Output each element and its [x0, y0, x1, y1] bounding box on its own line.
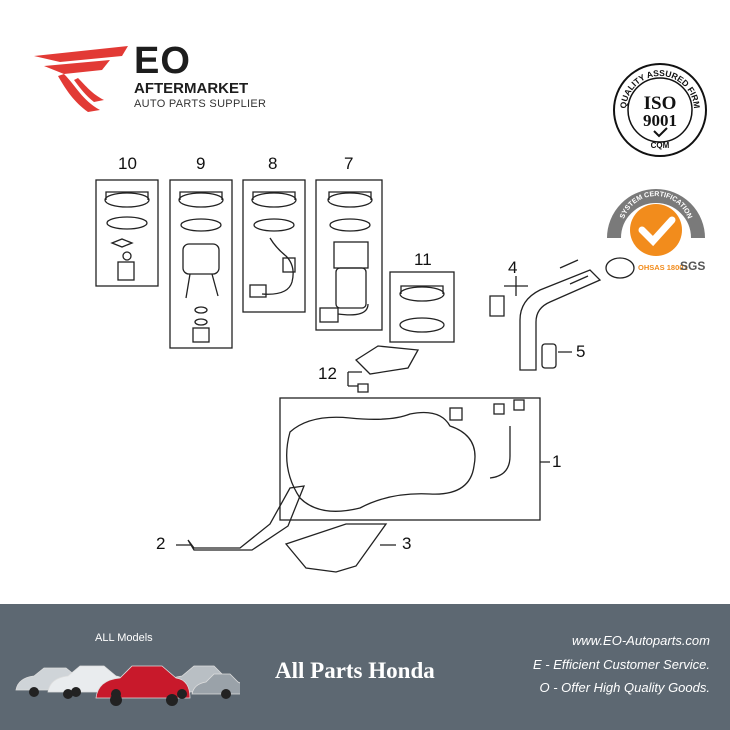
part-4-filler-neck	[519, 269, 602, 371]
part-box-10	[95, 179, 159, 287]
footer-title: All Parts Honda	[275, 658, 435, 683]
all-models-label[interactable]: ALL Models	[95, 632, 153, 644]
brand-line2: AUTO PARTS SUPPLIER	[134, 98, 267, 110]
iso-main: ISO	[644, 93, 677, 114]
callout-11: 11	[414, 250, 432, 269]
callout-2: 2	[156, 534, 166, 553]
tagline-e: E - Efficient Customer Service.	[533, 657, 710, 672]
fuel-system-parts-diagram	[95, 179, 635, 573]
callout-7: 7	[344, 154, 354, 173]
part-2-strap	[187, 485, 306, 551]
check-icon	[653, 127, 668, 138]
iso-number: 9001	[643, 111, 677, 130]
part-fuel-cap	[605, 257, 635, 279]
eo-wing-icon	[34, 46, 128, 112]
callout-1: 1	[552, 452, 562, 471]
part-box-7	[315, 179, 383, 331]
sgs-badge: SYSTEM CERTIFICATION OHSAS 18001 SGS	[607, 189, 705, 273]
brand-name: EO	[134, 40, 191, 82]
part-12-plate	[354, 345, 420, 375]
callout-8: 8	[268, 154, 278, 173]
website-link[interactable]: www.EO-Autoparts.com	[572, 633, 710, 648]
sgs-sub: OHSAS 18001	[638, 263, 688, 272]
callout-4: 4	[508, 258, 518, 277]
callout-10: 10	[118, 154, 137, 173]
part-box-1-fuel-tank	[279, 397, 541, 521]
callout-3: 3	[402, 534, 412, 553]
callout-5: 5	[576, 342, 586, 361]
iso-9001-badge: QUALITY ASSURED FIRM ISO 9001 CQM	[613, 63, 707, 157]
car-lineup-image[interactable]	[12, 648, 240, 706]
brand-line1: AFTERMARKET	[134, 80, 249, 97]
check-icon	[638, 216, 676, 247]
part-3-shield	[284, 523, 388, 573]
brand-logo[interactable]: EO AFTERMARKET AUTO PARTS SUPPLIER	[30, 38, 290, 118]
part-box-8	[242, 179, 306, 313]
iso-sub: CQM	[651, 141, 670, 150]
callout-9: 9	[196, 154, 206, 173]
part-5	[541, 343, 557, 369]
part-box-9	[169, 179, 233, 349]
callout-12: 12	[318, 364, 337, 383]
sgs-label: SGS	[680, 259, 705, 273]
tagline-o: O - Offer High Quality Goods.	[539, 680, 710, 695]
diagram-area: EO AFTERMARKET AUTO PARTS SUPPLIER QUALI…	[30, 38, 707, 573]
footer-banner	[0, 604, 730, 730]
sgs-orange-disc	[630, 204, 682, 256]
part-box-11	[389, 271, 455, 343]
